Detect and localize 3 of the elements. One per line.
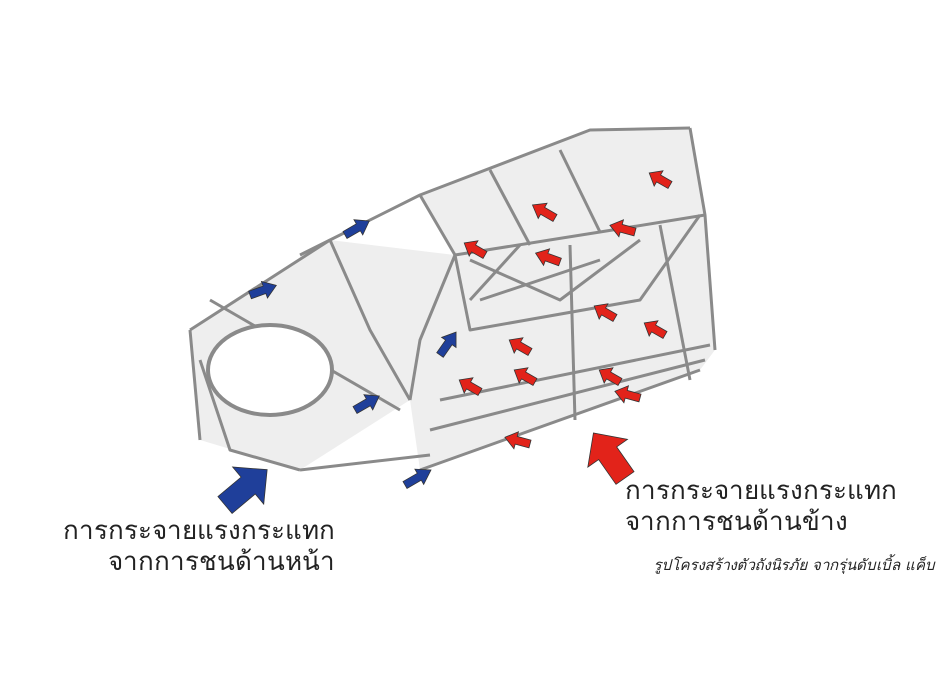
- caption-text: รูปโครงสร้างตัวถังนิรภัย จากรุ่นดับเบิ้ล แค็บ: [652, 556, 935, 574]
- heading-text: การกระจายแรงกระแทก จากการชนด้านข้าง: [625, 476, 898, 538]
- heading-text: การกระจายแรงกระแทก จากการชนด้านหน้า: [62, 516, 335, 578]
